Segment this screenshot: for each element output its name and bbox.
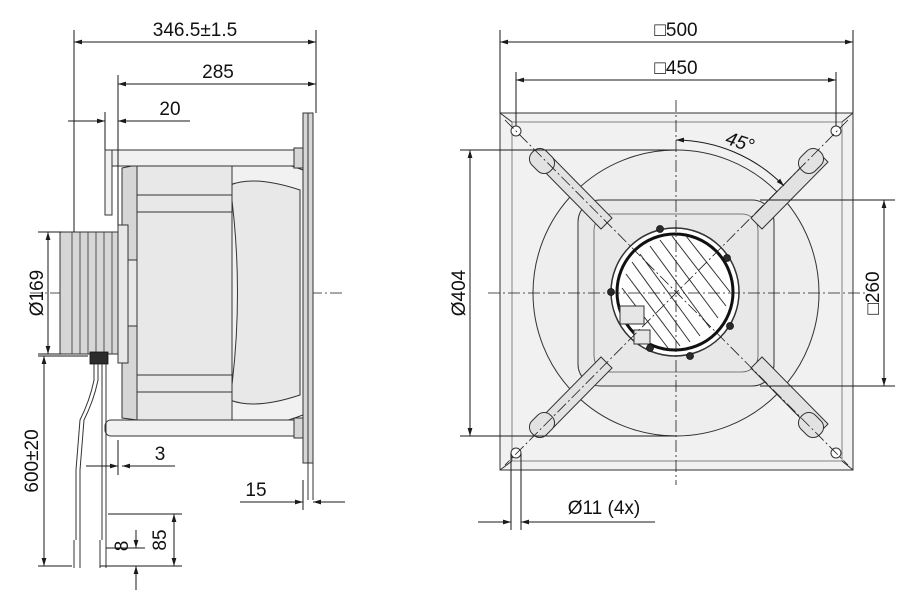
overall-length-label: 346.5±1.5 [153,20,237,41]
side-view: 346.5±1.5 285 20 Ø169 600±20 3 15 [22,20,345,590]
strip-length-label: 8 [112,541,133,552]
strut-bottom [104,419,304,437]
ring-diameter-label: Ø404 [449,269,470,316]
flange-gap-label: 3 [155,444,166,465]
motor-diameter-label: Ø169 [27,270,48,316]
cable-length-label: 600±20 [22,429,43,492]
wire-end-length-label: 85 [150,529,171,550]
cables [73,364,107,568]
strut-top [104,149,304,167]
offset-label: 20 [159,99,180,120]
mounting-holes-label: Ø11 (4x) [568,498,641,519]
motor-fins [621,235,731,349]
inner-square-label: □260 [863,271,884,314]
motor-body [59,231,119,355]
front-view: □500 □450 45° Ø404 □260 Ø11 (4x) [449,20,895,530]
hole-spacing-label: □450 [654,58,697,79]
plate-thickness-label: 15 [245,480,266,501]
body-length-label: 285 [202,62,234,83]
impeller-body [136,161,233,425]
cable-gland [89,351,109,365]
motor-flange [117,224,129,364]
plate-size-label: □500 [654,20,697,41]
